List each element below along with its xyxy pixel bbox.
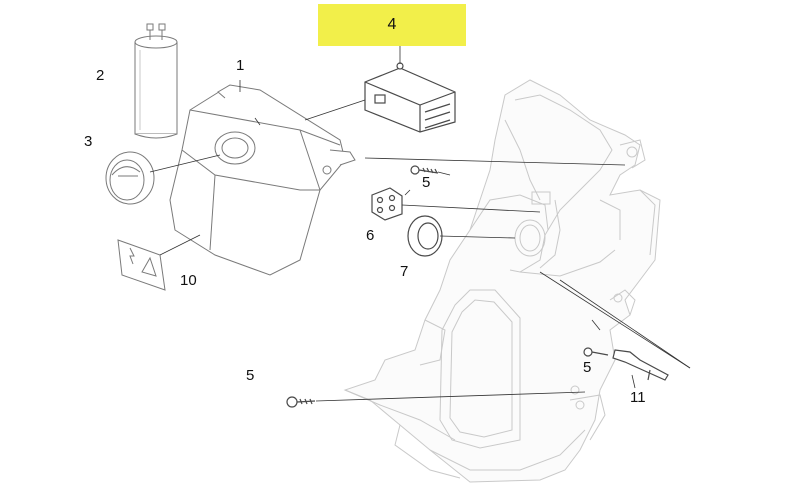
callout-4-label: 4 [387,16,397,33]
screw-upper [410,165,439,175]
highlighted-callout-box: 4 [318,4,466,46]
callout-5-lower: 5 [246,367,255,384]
callout-5-upper: 5 [422,174,431,191]
callout-11: 11 [630,389,646,406]
callout-7: 7 [400,263,409,280]
frame-panel [343,79,661,483]
part-3-cap [105,151,155,205]
callout-10: 10 [180,272,197,289]
part-2-cylinder [134,23,178,139]
callout-2: 2 [96,67,105,84]
callout-5-right: 5 [583,359,592,376]
part-1-housing [169,84,356,276]
callout-1: 1 [236,57,245,74]
part-10-warning-label [117,239,166,291]
callout-3: 3 [84,133,93,150]
part-6-terminal-block [371,187,403,221]
screw-right [583,347,609,357]
callout-6: 6 [366,227,375,244]
part-7-grommet [407,215,443,257]
screw-lower [286,396,316,408]
part-4-relay [364,62,456,133]
part-11-connector [612,349,669,381]
leader-lines [149,46,691,402]
